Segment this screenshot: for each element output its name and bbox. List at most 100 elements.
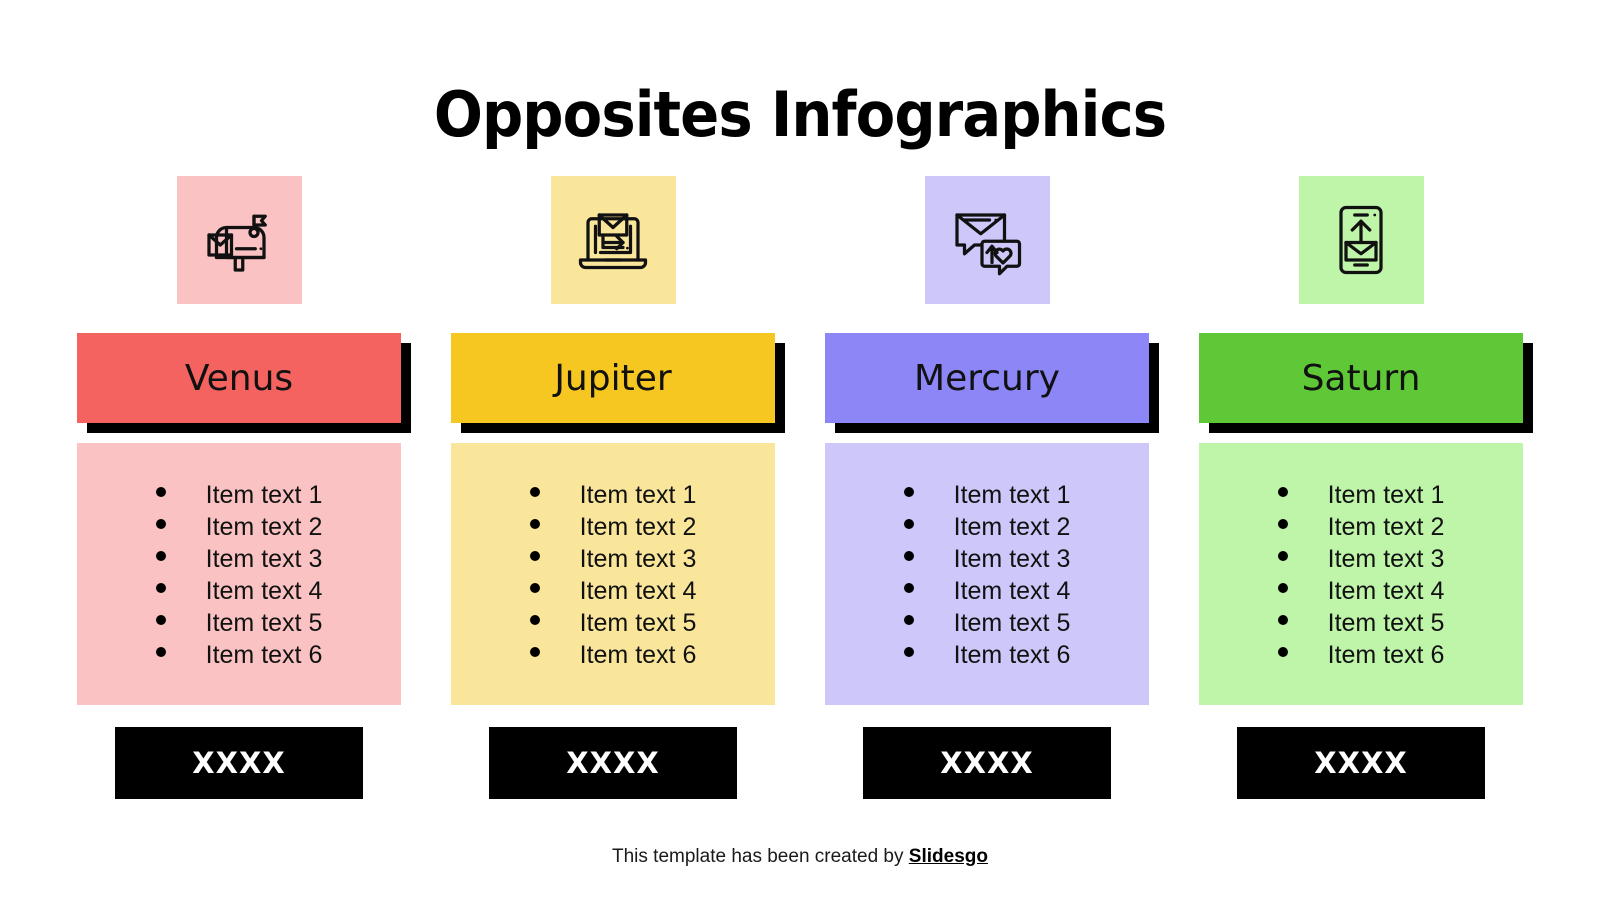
list-item: Item text 6 (903, 639, 1071, 671)
header-wrap-jupiter: Jupiter (451, 333, 785, 433)
envelope-chat-heart-icon (955, 213, 1022, 276)
bullet-dot-icon (155, 519, 166, 529)
slidesgo-link[interactable]: Slidesgo (908, 846, 988, 867)
list-item-label: Item text 2 (579, 513, 697, 541)
list-item-label: Item text 2 (1327, 513, 1445, 541)
header-label: Venus (184, 357, 294, 399)
mailbox-icon (207, 214, 267, 272)
icon-tile-mercury (924, 176, 1050, 304)
bullet-dot-icon (1277, 487, 1288, 497)
bullet-dot-icon (529, 647, 540, 657)
header-bar-mercury[interactable]: Mercury (825, 333, 1149, 423)
header-wrap-venus: Venus (77, 333, 411, 433)
list-item-label: Item text 1 (1327, 481, 1445, 509)
list-item-label: Item text 4 (953, 577, 1071, 605)
bullet-dot-icon (155, 551, 166, 561)
bullet-list-venus: Item text 1 Item text 2 Item text 3 Item… (155, 479, 323, 705)
bullet-dot-icon (155, 583, 166, 593)
list-item-label: Item text 5 (579, 609, 697, 637)
bullet-dot-icon (529, 487, 540, 497)
header-label: Mercury (914, 357, 1060, 399)
bullet-dot-icon (529, 551, 540, 561)
tag-label: XXXX (566, 746, 660, 780)
list-item: Item text 3 (155, 543, 323, 575)
list-item: Item text 4 (903, 575, 1071, 607)
list-item: Item text 3 (903, 543, 1071, 575)
content-panel-jupiter: Item text 1 Item text 2 Item text 3 Item… (451, 443, 775, 705)
icon-tile-jupiter (550, 176, 676, 304)
icon-tile-saturn (1298, 176, 1424, 304)
list-item-label: Item text 4 (579, 577, 697, 605)
bullet-dot-icon (903, 583, 914, 593)
bullet-list-jupiter: Item text 1 Item text 2 Item text 3 Item… (529, 479, 697, 705)
bullet-dot-icon (1277, 583, 1288, 593)
list-item: Item text 4 (1277, 575, 1445, 607)
list-item-label: Item text 3 (205, 545, 323, 573)
content-panel-saturn: Item text 1 Item text 2 Item text 3 Item… (1199, 443, 1523, 705)
list-item: Item text 6 (1277, 639, 1445, 671)
list-item-label: Item text 5 (205, 609, 323, 637)
list-item-label: Item text 2 (953, 513, 1071, 541)
list-item-label: Item text 3 (953, 545, 1071, 573)
laptop-send-email-icon (578, 213, 648, 270)
tag-box-venus[interactable]: XXXX (115, 727, 363, 799)
infographic-column-jupiter: Jupiter Item text 1 Item text 2 Item tex… (451, 176, 785, 816)
list-item: Item text 1 (529, 479, 697, 511)
list-item-label: Item text 1 (953, 481, 1071, 509)
list-item: Item text 5 (529, 607, 697, 639)
infographic-column-saturn: Saturn Item text 1 Item text 2 Item text… (1199, 176, 1533, 816)
list-item: Item text 1 (903, 479, 1071, 511)
list-item: Item text 6 (529, 639, 697, 671)
list-item-label: Item text 4 (205, 577, 323, 605)
list-item-label: Item text 1 (205, 481, 323, 509)
list-item: Item text 5 (155, 607, 323, 639)
bullet-dot-icon (1277, 519, 1288, 529)
bullet-dot-icon (155, 615, 166, 625)
list-item: Item text 2 (155, 511, 323, 543)
list-item-label: Item text 6 (1327, 641, 1445, 669)
header-bar-jupiter[interactable]: Jupiter (451, 333, 775, 423)
bullet-dot-icon (1277, 647, 1288, 657)
list-item-label: Item text 5 (1327, 609, 1445, 637)
list-item-label: Item text 3 (579, 545, 697, 573)
bullet-dot-icon (903, 615, 914, 625)
header-bar-venus[interactable]: Venus (77, 333, 401, 423)
list-item-label: Item text 2 (205, 513, 323, 541)
bullet-dot-icon (903, 647, 914, 657)
tag-box-mercury[interactable]: XXXX (863, 727, 1111, 799)
list-item-label: Item text 6 (579, 641, 697, 669)
content-panel-venus: Item text 1 Item text 2 Item text 3 Item… (77, 443, 401, 705)
bullet-list-saturn: Item text 1 Item text 2 Item text 3 Item… (1277, 479, 1445, 705)
list-item: Item text 5 (903, 607, 1071, 639)
list-item-label: Item text 4 (1327, 577, 1445, 605)
bullet-dot-icon (1277, 615, 1288, 625)
footer-credit: This template has been created by Slides… (0, 846, 1600, 868)
bullet-dot-icon (155, 647, 166, 657)
header-label: Saturn (1301, 357, 1421, 399)
list-item: Item text 3 (529, 543, 697, 575)
list-item: Item text 2 (529, 511, 697, 543)
list-item: Item text 1 (1277, 479, 1445, 511)
list-item-label: Item text 1 (579, 481, 697, 509)
bullet-dot-icon (1277, 551, 1288, 561)
bullet-dot-icon (155, 487, 166, 497)
list-item-label: Item text 3 (1327, 545, 1445, 573)
icon-tile-venus (176, 176, 302, 304)
tag-box-saturn[interactable]: XXXX (1237, 727, 1485, 799)
tag-box-jupiter[interactable]: XXXX (489, 727, 737, 799)
list-item-label: Item text 6 (953, 641, 1071, 669)
infographic-column-venus: Venus Item text 1 Item text 2 Item text … (77, 176, 411, 816)
list-item: Item text 4 (155, 575, 323, 607)
list-item-label: Item text 6 (205, 641, 323, 669)
list-item-label: Item text 5 (953, 609, 1071, 637)
list-item: Item text 3 (1277, 543, 1445, 575)
list-item: Item text 2 (1277, 511, 1445, 543)
page-title: Opposites Infographics (433, 78, 1167, 151)
bullet-dot-icon (903, 519, 914, 529)
list-item: Item text 5 (1277, 607, 1445, 639)
header-bar-saturn[interactable]: Saturn (1199, 333, 1523, 423)
tag-label: XXXX (940, 746, 1034, 780)
list-item: Item text 2 (903, 511, 1071, 543)
bullet-dot-icon (903, 551, 914, 561)
bullet-dot-icon (529, 583, 540, 593)
